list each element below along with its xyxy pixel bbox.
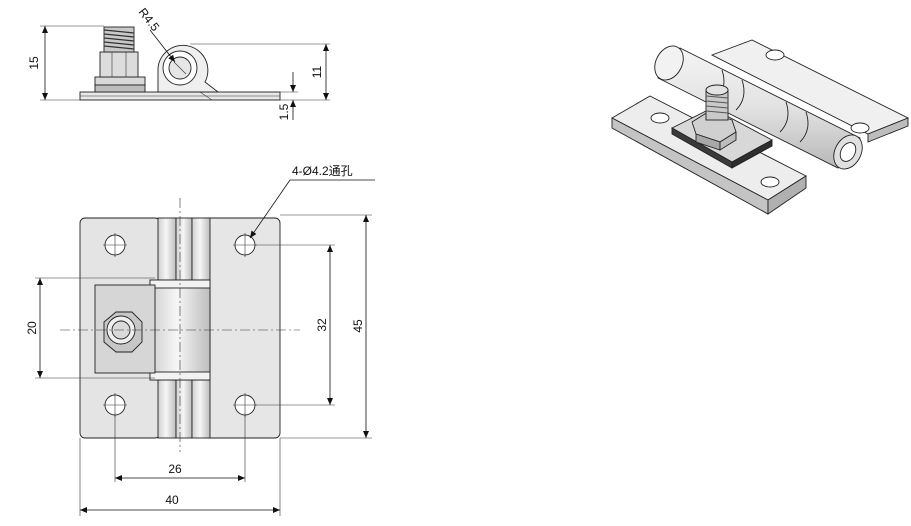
dim-knuckle-height: 11 — [310, 65, 324, 78]
dim-plate-thickness: 1.5 — [277, 103, 291, 120]
side-gasket — [94, 84, 146, 93]
dim-bracket-height: 20 — [25, 321, 39, 335]
dim-hole-pitch-horizontal: 26 — [168, 462, 182, 476]
dim-hole-note: 4-Ø4.2通孔 — [292, 164, 353, 178]
side-nut — [99, 51, 139, 78]
dim-radius: R4.5 — [136, 5, 163, 34]
front-view: 4-Ø4.2通孔 20 32 45 26 40 — [25, 164, 375, 516]
side-view: 15 R4.5 11 1.5 — [27, 5, 330, 120]
dim-overall-width: 40 — [165, 493, 179, 507]
dim-side-height: 15 — [27, 56, 41, 70]
side-washer — [94, 76, 146, 86]
dim-overall-height: 45 — [351, 319, 365, 333]
isometric-view — [611, 39, 910, 215]
dim-hole-pitch-vertical: 32 — [315, 318, 329, 332]
